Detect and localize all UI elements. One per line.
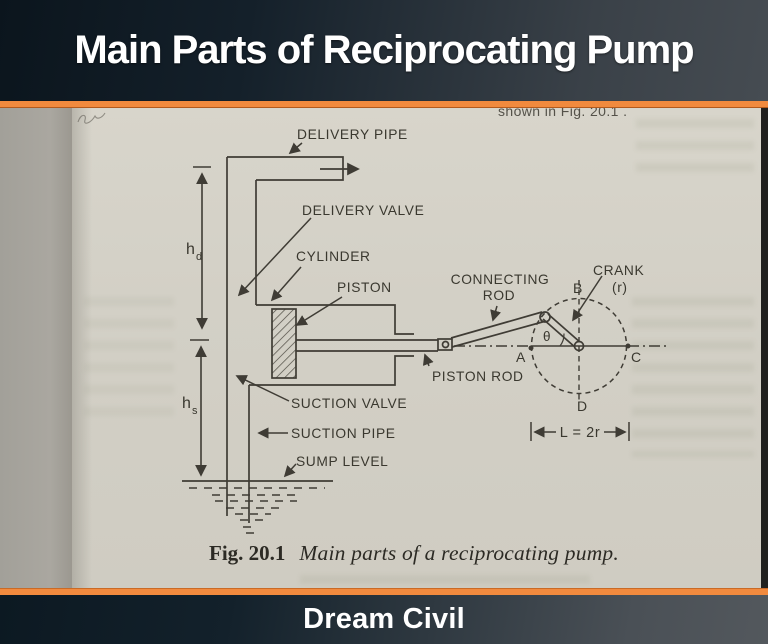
book-page-photo: shown in Fig. 20.1 . (0, 107, 768, 589)
suction-valve-arrow (235, 375, 290, 402)
label-piston-rod: PISTON ROD (432, 369, 524, 384)
label-suction-pipe: SUCTION PIPE (291, 426, 396, 441)
cylinder-arrow (270, 266, 302, 302)
head-dimensions (190, 166, 211, 477)
label-point-b: B (573, 280, 583, 296)
label-theta: θ (543, 329, 551, 344)
label-sump-level: SUMP LEVEL (296, 454, 388, 469)
label-hs-sub: s (192, 405, 198, 417)
cylinder-bottom (249, 355, 414, 386)
crank-mechanism (296, 280, 668, 441)
label-cylinder: CYLINDER (296, 249, 371, 264)
figure-title: Main parts of a reciprocating pump. (299, 541, 619, 565)
piston-rod-arrow (422, 353, 434, 367)
crosshead-pin (441, 340, 450, 349)
crank-arrow (572, 275, 603, 322)
page-edge-shadow (72, 107, 92, 589)
theta-arc (559, 333, 565, 347)
connecting-rod-lower-edge (451, 320, 547, 348)
piston-shape (271, 308, 297, 379)
piston-arrow (295, 296, 343, 326)
brand-name: Dream Civil (303, 603, 465, 635)
label-connecting-rod-line2: ROD (483, 288, 515, 303)
handwriting-scribble (77, 112, 106, 124)
header-banner: Main Parts of Reciprocating Pump (0, 0, 768, 101)
label-piston: PISTON (337, 280, 392, 295)
crosshead (437, 338, 453, 351)
pipe-and-cylinder-outline (226, 156, 414, 523)
photo-right-edge (761, 107, 768, 589)
figure-number: Fig. 20.1 (209, 541, 286, 565)
label-hd: h (186, 241, 196, 258)
label-delivery-pipe: DELIVERY PIPE (297, 127, 408, 142)
cylinder-top (256, 304, 414, 335)
connecting-rod-upper-edge (450, 311, 543, 339)
page-title: Main Parts of Reciprocating Pump (74, 28, 694, 72)
delivery-valve-arrow (237, 217, 312, 297)
label-point-d: D (577, 398, 588, 414)
water-shading (189, 487, 325, 534)
sump-level-arrow (283, 463, 297, 478)
page-top-partial-text: shown in Fig. 20.1 . (498, 107, 628, 119)
figure-caption: Fig. 20.1 Main parts of a reciprocating … (209, 541, 619, 566)
point-c-dot (625, 343, 631, 349)
label-delivery-valve: DELIVERY VALVE (302, 203, 424, 218)
label-point-c: C (631, 349, 642, 365)
label-leader-arrows (235, 142, 603, 478)
crank-edge-1 (542, 318, 577, 349)
label-crank: CRANK (593, 263, 644, 278)
label-crank-radius: (r) (612, 280, 628, 295)
sump-water (182, 480, 333, 534)
footer-accent-line (0, 589, 768, 595)
point-a-dot (528, 345, 534, 351)
label-point-a: A (516, 349, 526, 365)
label-suction-valve: SUCTION VALVE (291, 396, 407, 411)
label-hd-sub: d (196, 251, 203, 263)
label-connecting-rod-line1: CONNECTING (451, 272, 550, 287)
header-accent-line (0, 101, 768, 107)
label-hs: h (182, 395, 192, 412)
photo-left-margin (0, 107, 72, 589)
label-stroke-length: L = 2r (560, 425, 601, 441)
footer-banner: Dream Civil (0, 595, 768, 644)
crank-edge-2 (547, 313, 582, 344)
connecting-rod-arrow (490, 305, 502, 322)
pump-diagram: DELIVERY PIPE DELIVERY VALVE CYLINDER PI… (77, 112, 668, 534)
delivery-pipe-arrow (288, 142, 303, 155)
